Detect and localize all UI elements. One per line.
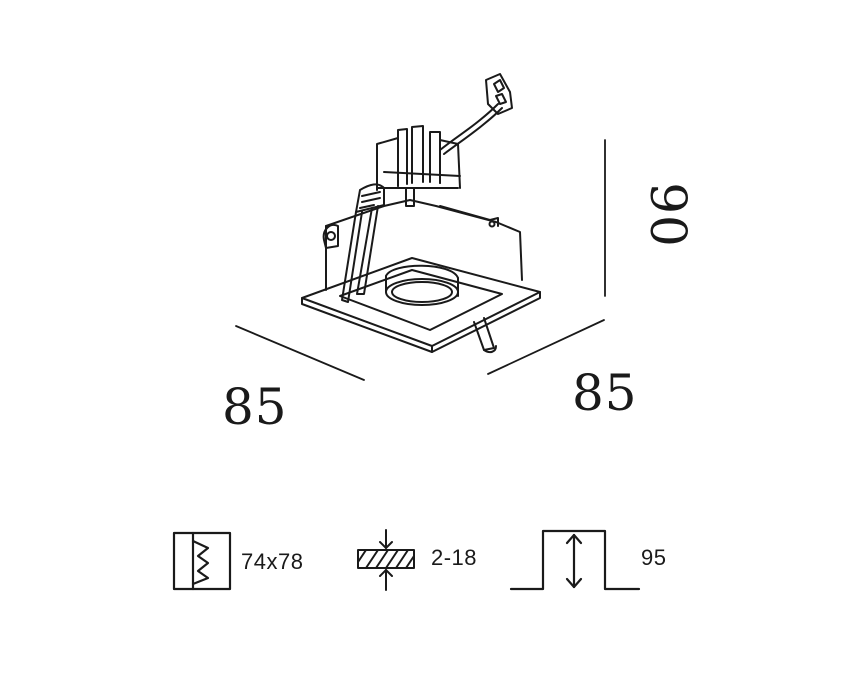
height-label: 90 — [639, 182, 697, 248]
power-cable-icon — [439, 73, 513, 155]
ceiling-thickness-label: 2-18 — [431, 545, 478, 570]
ceiling-cutout-icon — [172, 531, 232, 591]
ceiling-thickness-icon — [357, 529, 415, 591]
spring-clip-icon — [341, 183, 385, 303]
width-dimension-line — [235, 325, 365, 381]
housing-icon — [322, 187, 523, 291]
width-label: 85 — [222, 378, 288, 436]
recess-depth-icon — [509, 529, 641, 591]
dimension-lines — [235, 139, 606, 381]
depth-label: 85 — [572, 364, 638, 422]
recess-depth-label: 95 — [641, 545, 667, 570]
lens-icon — [385, 264, 459, 306]
depth-dimension-line — [487, 319, 605, 375]
bottom-clip-icon — [473, 317, 497, 354]
trim-plate-icon — [301, 257, 541, 353]
recessed-spotlight-drawing-icon — [301, 73, 541, 354]
heatsink-icon — [376, 125, 461, 191]
cutout-size-label: 74x78 — [241, 549, 304, 574]
